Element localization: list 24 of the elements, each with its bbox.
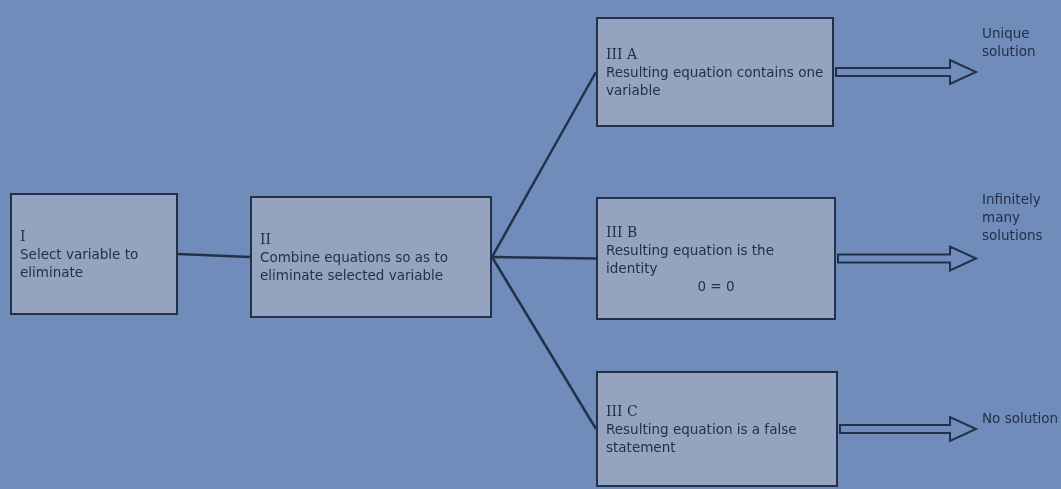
process-box [596, 371, 838, 487]
hollow-arrow [837, 244, 979, 273]
step-text: Resulting equation is a false statement [606, 420, 798, 456]
step-text: Select variable to eliminate [20, 245, 140, 281]
process-box [10, 193, 178, 315]
hollow-arrow [839, 415, 979, 443]
step-number: III A [606, 45, 639, 63]
outcome-text: No solution [982, 409, 1060, 427]
step-text: Combine equations so as to eliminate selected variable [260, 248, 449, 284]
hollow-arrow [835, 58, 979, 86]
step-text: Resulting equation is the identity [606, 240, 775, 277]
step-number: II [260, 230, 273, 248]
connector-line [177, 252, 251, 259]
process-box [250, 196, 492, 318]
equation: 0 = 0 [696, 276, 736, 295]
step-number: III C [606, 402, 639, 420]
outcome-text: Unique solution [982, 24, 1037, 60]
outcome-text: Infinitely many solutions [982, 190, 1044, 244]
step-number: I [20, 227, 27, 245]
process-box [596, 17, 834, 127]
step-text: Resulting equation contains one variable [606, 63, 824, 99]
step-number: III B [606, 222, 639, 241]
process-box [596, 197, 836, 320]
connector-line [492, 255, 596, 260]
